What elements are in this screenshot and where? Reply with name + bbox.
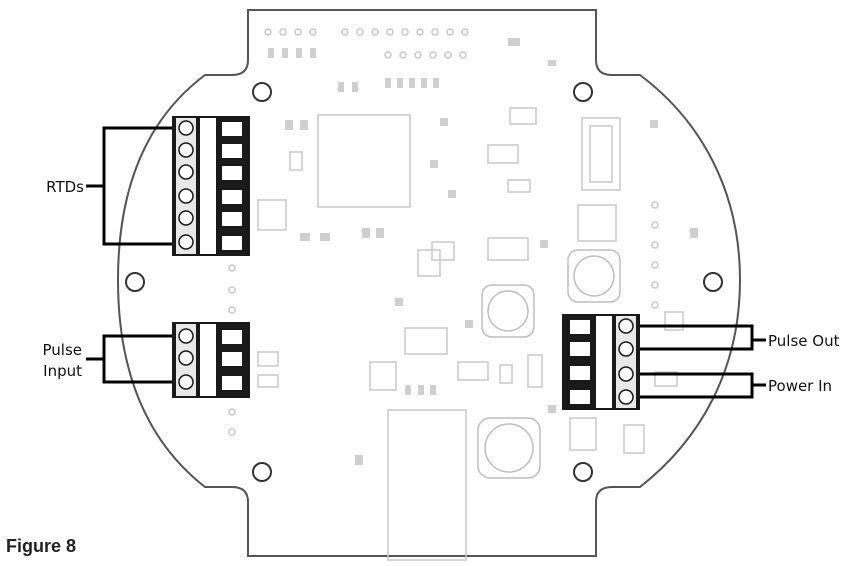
inductor: [481, 284, 535, 338]
mounting-holes: [125, 82, 723, 482]
main-ic: [317, 114, 411, 208]
pulse-out-bracket: [640, 324, 754, 351]
header-pads-top: [264, 28, 469, 59]
terminal-block-rtds: [172, 116, 250, 256]
rtds-label: RTDs: [46, 178, 84, 196]
pad-column-right: [651, 201, 659, 309]
board-outline: [116, 9, 742, 557]
leader-lines: [86, 126, 766, 399]
pulse-input-label-line1: Pulse: [43, 341, 83, 359]
pulse-input-label-line2: Input: [43, 362, 82, 380]
mounting-hole: [703, 272, 723, 292]
figure-caption: Figure 8: [6, 536, 76, 556]
power-in-label: Power In: [768, 377, 832, 395]
terminal-block-output-power: [562, 314, 640, 410]
terminal-block-pulse-input: [172, 322, 250, 398]
jack-housing: [387, 409, 467, 561]
pad-column-left: [228, 264, 236, 436]
mounting-hole: [252, 462, 272, 482]
mounting-hole: [252, 82, 272, 102]
inductor: [567, 249, 621, 303]
mounting-hole: [573, 82, 593, 102]
ribbon-connector: [581, 117, 621, 191]
mounting-hole: [573, 462, 593, 482]
pcb-components: [228, 28, 684, 561]
smd-parts: [268, 38, 698, 465]
pulse-out-label: Pulse Out: [768, 332, 840, 350]
inductor: [477, 417, 541, 479]
mounting-hole: [125, 272, 145, 292]
